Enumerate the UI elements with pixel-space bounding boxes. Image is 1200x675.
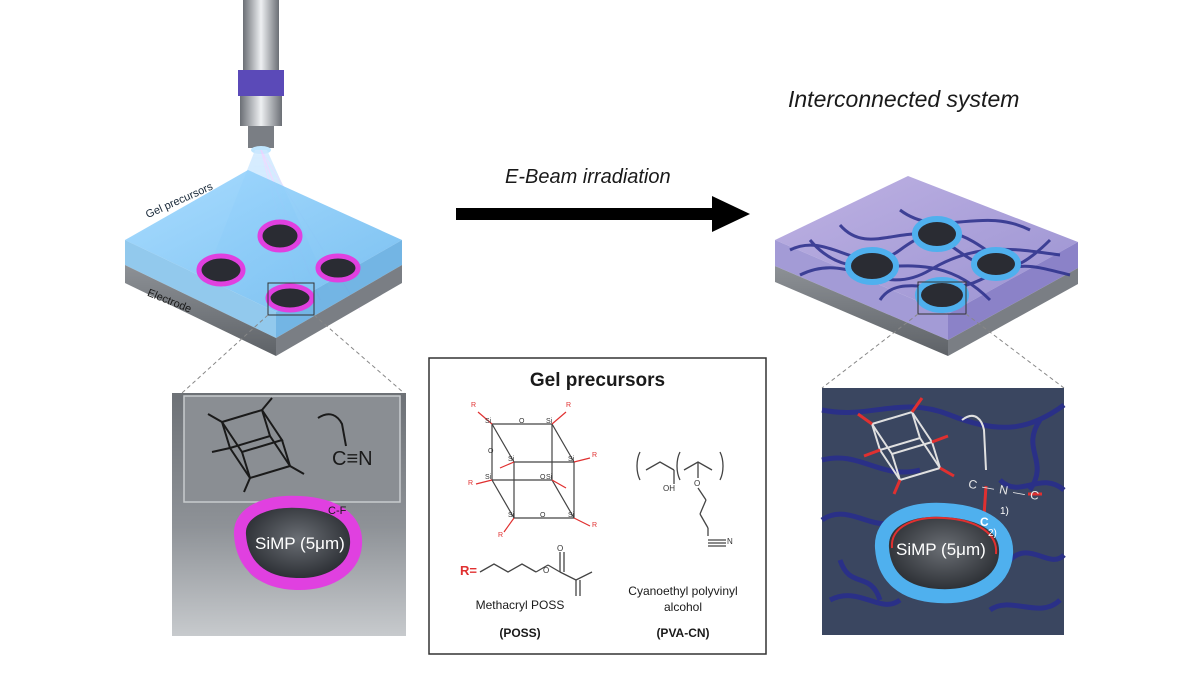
left-zoom-line-a: [181, 314, 269, 394]
r-label-5: R: [592, 522, 598, 529]
o-label-3: O: [488, 448, 494, 455]
r-equals-label: R=: [460, 563, 477, 578]
pva-cn-structure: [636, 451, 726, 547]
bond-2-label: 2): [988, 528, 997, 539]
pva-n-label: N: [727, 537, 733, 546]
carbonyl-o-label: O: [557, 544, 564, 553]
methacryl-chain: [479, 552, 593, 596]
c-atom-label: C: [980, 515, 989, 529]
interconnected-title: Interconnected system: [788, 86, 1020, 112]
o-label-2: O: [540, 474, 546, 481]
right-zoom-line-a: [821, 313, 919, 389]
simp-right-label: SiMP (5μm): [896, 540, 986, 559]
si-label-7: Si: [568, 512, 575, 519]
r-label-4: R: [468, 480, 474, 487]
left-particles: [196, 219, 361, 313]
ester-o-label: O: [543, 566, 550, 575]
o-label-1: O: [519, 418, 525, 425]
precursors-panel-title: Gel precursors: [529, 370, 666, 391]
poss-structure: [475, 411, 591, 533]
cf-label: C-F: [328, 505, 347, 517]
si-label-8: Si: [508, 512, 515, 519]
pva-name-line1: Cyanoethyl polyvinyl: [628, 584, 738, 598]
bond-1-label: 1): [1000, 506, 1009, 517]
poss-name: Methacryl POSS: [475, 598, 565, 612]
right-zoom-line-b: [965, 313, 1065, 389]
si-label-3: Si: [568, 456, 575, 463]
oh-label: OH: [663, 484, 675, 493]
r-label-3: R: [592, 452, 598, 459]
left-zoom-line-b: [313, 314, 405, 394]
right-zoom-panel: [820, 388, 1066, 635]
red-bonds: [857, 397, 1042, 517]
arrow-label: E-Beam irradiation: [505, 166, 671, 188]
si-label-5: Si: [485, 474, 492, 481]
right-gel-box: [775, 176, 1078, 356]
precursors-panel-frame: [428, 357, 767, 655]
si-label-4: Si: [508, 456, 515, 463]
poss-abbr: (POSS): [499, 626, 541, 640]
nitrile-label: C≡N: [332, 448, 373, 470]
nitrile-chain-sketch: [317, 413, 347, 447]
pva-name-line2: alcohol: [663, 600, 703, 614]
process-arrow: [456, 196, 750, 232]
r-label-6: R: [498, 532, 504, 539]
o-label-4: O: [540, 512, 546, 519]
left-gel-box: [125, 170, 402, 356]
right-zoom-marker: [917, 281, 967, 315]
pva-o-label: O: [694, 479, 701, 488]
pva-abbr: (PVA-CN): [656, 626, 710, 640]
si-label-6: Si: [546, 474, 553, 481]
poss-cube-sketch: [207, 397, 305, 493]
si-label-1: Si: [485, 418, 492, 425]
left-zoom-marker: [267, 282, 315, 316]
r-label-2: R: [566, 402, 572, 409]
ebeam-gun: [238, 0, 284, 154]
right-particles: [845, 216, 1021, 313]
r-label-1: R: [471, 402, 477, 409]
simp-left-label: SiMP (5μm): [255, 534, 345, 553]
si-label-2: Si: [546, 418, 553, 425]
left-zoom-panel: [172, 393, 406, 636]
